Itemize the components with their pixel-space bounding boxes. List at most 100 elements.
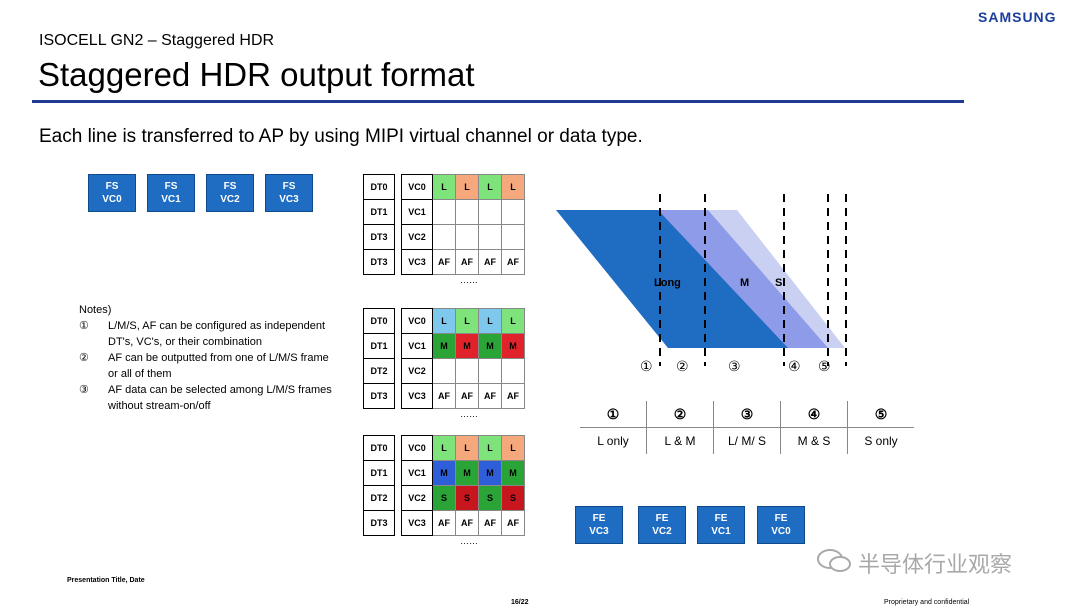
fs-label: FS bbox=[164, 181, 178, 192]
fe-vc-label: VC3 bbox=[589, 526, 609, 537]
line-cell: AF bbox=[432, 383, 456, 409]
line-cell: AF bbox=[455, 249, 479, 275]
column-gap bbox=[395, 200, 402, 225]
fs-vc-label: VC0 bbox=[102, 194, 122, 205]
region-markers: ① ② ③ ④ ⑤ bbox=[640, 359, 831, 375]
data-type-cell: DT3 bbox=[363, 224, 395, 250]
line-cell: AF bbox=[432, 249, 456, 275]
column-gap bbox=[395, 225, 402, 250]
long-exposure-shape bbox=[556, 210, 788, 348]
line-cell: S bbox=[455, 485, 479, 511]
virtual-channel-cell: VC0 bbox=[401, 174, 433, 200]
wechat-icon bbox=[817, 549, 851, 572]
marker-1: ① bbox=[640, 359, 653, 375]
data-type-cell: DT3 bbox=[363, 510, 395, 536]
line-cell bbox=[478, 224, 502, 250]
region-value: L only bbox=[597, 434, 629, 448]
virtual-channel-cell: VC0 bbox=[401, 435, 433, 461]
slide-subtitle: ISOCELL GN2 – Staggered HDR bbox=[39, 32, 275, 49]
ellipsis: …… bbox=[460, 409, 478, 419]
data-type-cell: DT1 bbox=[363, 333, 395, 359]
line-cell: S bbox=[478, 485, 502, 511]
ellipsis: …… bbox=[460, 536, 478, 546]
data-type-cell: DT1 bbox=[363, 199, 395, 225]
region-header: ③ bbox=[713, 401, 781, 428]
line-cell: AF bbox=[455, 510, 479, 536]
marker-2: ② bbox=[676, 359, 689, 375]
line-cell: L bbox=[501, 174, 525, 200]
region-value: M & S bbox=[780, 427, 848, 454]
fs-vc-label: VC3 bbox=[279, 194, 299, 205]
line-cell bbox=[478, 199, 502, 225]
marker-5: ⑤ bbox=[818, 359, 831, 375]
line-cell: L bbox=[432, 435, 456, 461]
fs-label: FS bbox=[105, 181, 119, 192]
region-value: S only bbox=[847, 427, 914, 454]
line-cell bbox=[432, 358, 456, 384]
line-cell: S bbox=[432, 485, 456, 511]
notes-heading: Notes) bbox=[79, 304, 112, 316]
line-cell: S bbox=[501, 485, 525, 511]
column-gap bbox=[395, 486, 402, 511]
marker-4: ④ bbox=[788, 359, 801, 375]
line-cell: L bbox=[432, 174, 456, 200]
line-cell: AF bbox=[478, 383, 502, 409]
virtual-channel-cell: VC2 bbox=[401, 485, 433, 511]
virtual-channel-cell: VC1 bbox=[401, 199, 433, 225]
staggered-exposure-diagram: Long M S ① ② ③ ④ ⑤ bbox=[556, 194, 847, 375]
column-gap bbox=[395, 461, 402, 486]
marker-3: ③ bbox=[728, 359, 741, 375]
line-cell bbox=[455, 358, 479, 384]
line-cell: M bbox=[478, 460, 502, 486]
watermark-text: 半导体行业观察 bbox=[858, 552, 1013, 577]
line-cell bbox=[501, 199, 525, 225]
data-type-cell: DT3 bbox=[363, 383, 395, 409]
line-cell: AF bbox=[501, 249, 525, 275]
note-number: ① bbox=[79, 320, 89, 332]
virtual-channel-cell: VC3 bbox=[401, 510, 433, 536]
line-cell: M bbox=[478, 333, 502, 359]
title-rule bbox=[32, 100, 964, 103]
line-cell: M bbox=[455, 333, 479, 359]
fs-label: FS bbox=[223, 181, 237, 192]
data-type-cell: DT0 bbox=[363, 174, 395, 200]
column-gap bbox=[395, 175, 402, 200]
virtual-channel-cell: VC3 bbox=[401, 249, 433, 275]
fs-vc-label: VC2 bbox=[220, 194, 240, 205]
fe-label: FE bbox=[714, 513, 728, 524]
fe-vc-label: VC1 bbox=[711, 526, 731, 537]
medium-label: M bbox=[740, 277, 749, 289]
fe-label: FE bbox=[592, 513, 606, 524]
data-type-cell: DT2 bbox=[363, 485, 395, 511]
region-header: ⑤ bbox=[847, 401, 914, 428]
fs-label: FS bbox=[282, 181, 296, 192]
note-number: ② bbox=[79, 352, 89, 364]
fe-vc-label: VC2 bbox=[652, 526, 672, 537]
line-cell: AF bbox=[455, 383, 479, 409]
frame-start-vc2: FS VC2 bbox=[206, 174, 254, 212]
samsung-logo: SAMSUNG bbox=[978, 9, 1057, 25]
region-table: ① ② ③ ④ ⑤ L only L & M L/ M/ S M & S S o… bbox=[580, 401, 914, 454]
data-type-cell: DT3 bbox=[363, 249, 395, 275]
virtual-channel-cell: VC3 bbox=[401, 383, 433, 409]
line-cell: L bbox=[455, 435, 479, 461]
footer-presentation-title: Presentation Title, Date bbox=[67, 577, 145, 584]
frame-end-vc3: FE VC3 bbox=[575, 506, 623, 544]
page-number: 16/22 bbox=[511, 599, 529, 606]
column-gap bbox=[395, 334, 402, 359]
virtual-channel-cell: VC2 bbox=[401, 358, 433, 384]
note-text: AF data can be selected among L/M/S fram… bbox=[108, 384, 332, 412]
